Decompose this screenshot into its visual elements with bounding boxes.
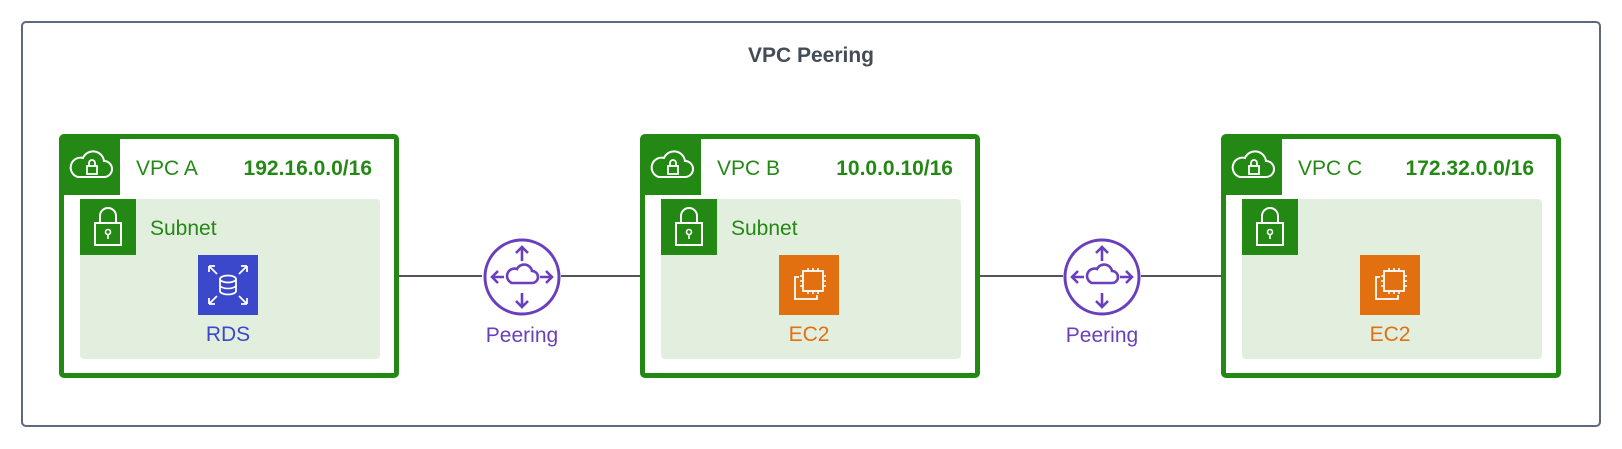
subnet-label: Subnet xyxy=(150,217,217,240)
vpc-b-group[interactable]: VPC B 10.0.0.10/16 Subnet EC2 xyxy=(640,134,980,378)
padlock-icon xyxy=(1242,199,1298,255)
vpc-c-group[interactable]: VPC C 172.32.0.0/16 EC2 xyxy=(1221,134,1561,378)
padlock-icon xyxy=(80,199,136,255)
cloud-lock-icon xyxy=(1226,139,1282,195)
diagram-title: VPC Peering xyxy=(747,44,875,67)
service-label: EC2 xyxy=(788,323,830,346)
peering-label: Peering xyxy=(1065,324,1139,347)
subnet-group[interactable]: Subnet EC2 xyxy=(661,199,961,359)
peering-label: Peering xyxy=(485,324,559,347)
padlock-icon xyxy=(661,199,717,255)
chip-instance-icon[interactable] xyxy=(1360,255,1420,315)
chip-instance-icon[interactable] xyxy=(779,255,839,315)
vpc-cidr: 192.16.0.0/16 xyxy=(243,157,372,180)
subnet-label: Subnet xyxy=(731,217,798,240)
subnet-group[interactable]: EC2 xyxy=(1242,199,1542,359)
router-cloud-icon[interactable] xyxy=(482,237,562,317)
router-cloud-icon[interactable] xyxy=(1062,237,1142,317)
vpc-name: VPC A xyxy=(136,157,198,180)
vpc-cidr: 172.32.0.0/16 xyxy=(1405,157,1534,180)
vpc-cidr: 10.0.0.10/16 xyxy=(836,157,953,180)
database-icon[interactable] xyxy=(198,255,258,315)
vpc-name: VPC C xyxy=(1298,157,1363,180)
diagram-frame xyxy=(21,21,1601,427)
service-label: RDS xyxy=(205,323,251,346)
cloud-lock-icon xyxy=(645,139,701,195)
vpc-name: VPC B xyxy=(717,157,781,180)
vpc-a-group[interactable]: VPC A 192.16.0.0/16 Subnet RDS xyxy=(59,134,399,378)
subnet-group[interactable]: Subnet RDS xyxy=(80,199,380,359)
service-label: EC2 xyxy=(1369,323,1411,346)
cloud-lock-icon xyxy=(64,139,120,195)
